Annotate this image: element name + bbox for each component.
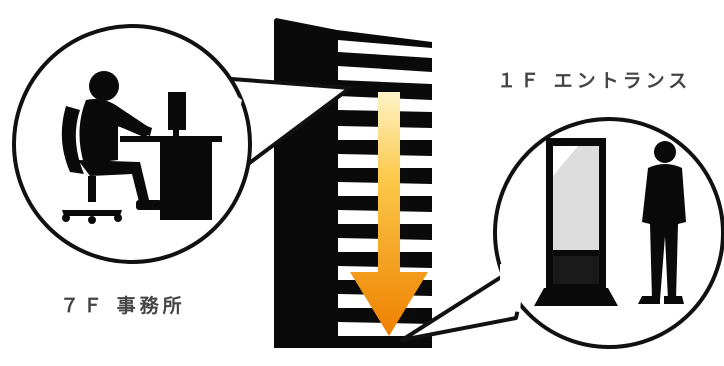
- standing-man-icon: [638, 141, 686, 304]
- building-windows: [338, 40, 432, 336]
- entrance-bubble: [400, 117, 724, 349]
- digital-signage-icon: [534, 138, 618, 306]
- office-floor-label: ７Ｆ 事務所: [60, 295, 186, 317]
- person-at-desk-icon: [61, 71, 222, 224]
- down-arrow-icon: [350, 92, 428, 336]
- entrance-floor-label: １Ｆ エントランス: [497, 70, 692, 92]
- entrance-bubble-circle: [493, 117, 724, 349]
- office-bubble: [12, 24, 352, 264]
